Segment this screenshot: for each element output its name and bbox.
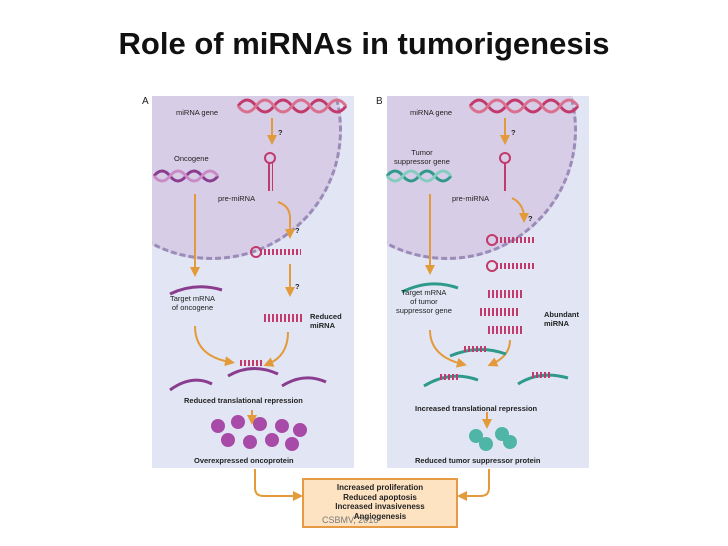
diagram-graphics: [152, 98, 580, 501]
mirna-duplex-a: [250, 246, 301, 258]
panel-letter-a: A: [142, 96, 149, 107]
protein-label-a: Overexpressed oncoprotein: [194, 456, 294, 465]
outcome-line: Angiogenesis: [353, 511, 407, 521]
mirna-figure: A B: [140, 94, 600, 542]
tumor-suppressor-protein-cluster: [469, 427, 517, 451]
slide-title: Role of miRNAs in tumorigenesis: [118, 26, 610, 61]
mirna-gene-dna-a: [236, 98, 348, 114]
panel-letter-b: B: [376, 96, 383, 107]
outcome-line: Reduced apoptosis: [343, 492, 417, 502]
question-mark: ?: [528, 214, 533, 223]
target-mrna-label-b: Target mRNA of tumor suppressor gene: [396, 288, 452, 315]
arrow: [457, 469, 490, 501]
panel-a: [152, 96, 354, 468]
reduced-mirna-graphic: [264, 314, 304, 322]
target-mrna-label-a: Target mRNA of oncogene: [170, 294, 216, 312]
panel-b: [387, 96, 589, 468]
arrow: [277, 201, 295, 239]
target-mrna-b: [401, 282, 459, 294]
question-mark: ?: [295, 282, 300, 291]
pre-mirna-hairpin-a: [264, 152, 276, 191]
question-mark: ?: [295, 226, 300, 235]
arrow: [263, 331, 289, 367]
tumor-suppressor-gene-label: Tumor suppressor gene: [394, 148, 450, 166]
arrow: [511, 197, 529, 223]
target-mrna-a: [169, 285, 223, 296]
mirna-gene-label-a: miRNA gene: [176, 108, 219, 117]
pre-mirna-label-a: pre-miRNA: [218, 194, 256, 203]
arrow: [194, 325, 235, 367]
repression-label-b: Increased translational repression: [415, 404, 538, 413]
pre-mirna-label-b: pre-miRNA: [452, 194, 490, 203]
repression-label-a: Reduced translational repression: [184, 396, 303, 405]
outcome-box: Increased proliferation Reduced apoptosi…: [302, 478, 458, 528]
question-mark: ?: [278, 128, 283, 137]
watermark: CSBMV, 2016: [322, 515, 379, 525]
abundant-mirna-graphics: [480, 234, 535, 334]
reduced-mirna-label: Reduced miRNA: [310, 312, 342, 330]
oncoprotein-cluster: [211, 415, 307, 451]
outcome-line: Increased invasiveness: [335, 502, 425, 511]
question-mark: ?: [511, 128, 516, 137]
arrow: [429, 329, 467, 368]
abundant-mirna-label: Abundant miRNA: [544, 310, 579, 328]
mirna-gene-dna-b: [468, 98, 580, 114]
pre-mirna-hairpin-b: [499, 152, 511, 191]
mrna-mirna-complex-b: [423, 346, 569, 388]
arrow: [254, 469, 303, 501]
oncogene-label: Oncogene: [174, 154, 209, 163]
mirna-gene-label-b: miRNA gene: [410, 108, 453, 117]
tumor-suppressor-dna: [385, 169, 453, 183]
outcome-line: Increased proliferation: [336, 483, 424, 492]
mrna-mirna-complex-a: [169, 360, 327, 392]
oncogene-dna: [152, 169, 220, 183]
protein-label-b: Reduced tumor suppressor protein: [415, 456, 541, 465]
